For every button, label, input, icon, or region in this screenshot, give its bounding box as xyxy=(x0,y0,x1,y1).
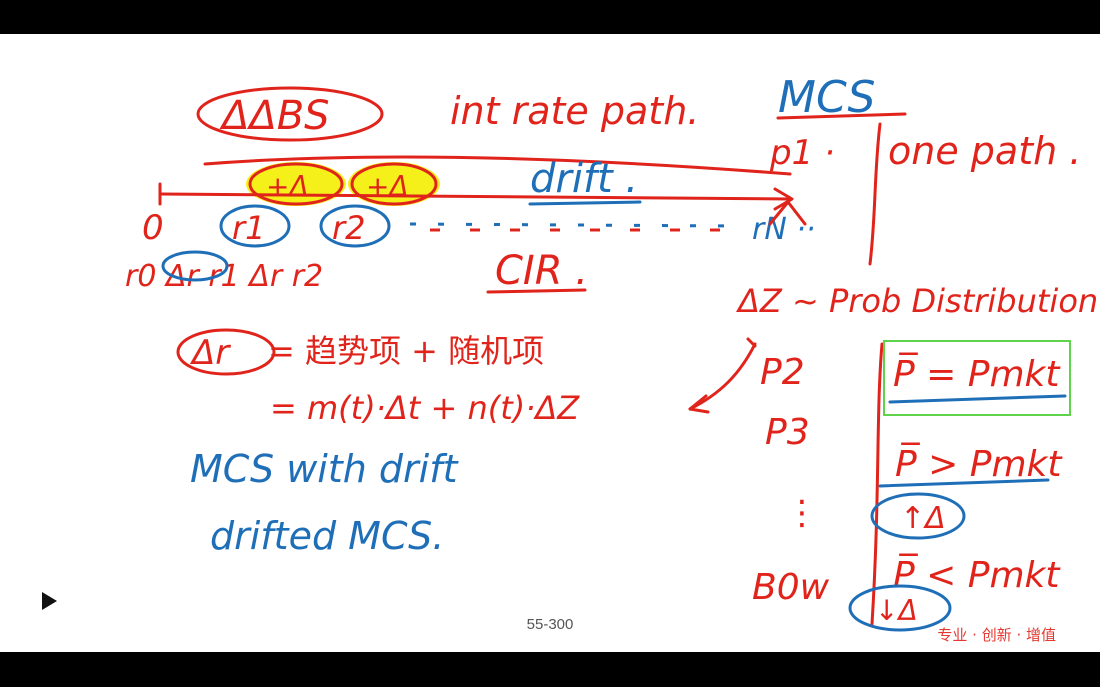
whiteboard-canvas: ΔΔBS int rate path. MCS p1 · one path . … xyxy=(0,34,1100,652)
p-gt-underline xyxy=(878,478,1050,488)
bottom-letterbox xyxy=(0,652,1100,687)
label-r-chain: r0 Δr r1 Δr r2 xyxy=(125,259,323,294)
label-drifted-mcs: drifted MCS. xyxy=(210,514,444,558)
label-rn: rN ·· xyxy=(752,212,815,247)
page-indicator: 55-300 xyxy=(526,616,574,633)
timeline-end-arrow xyxy=(773,187,794,211)
circle-up-delta xyxy=(870,492,966,540)
watermark: 专业 · 创新 · 增值 xyxy=(937,626,1056,644)
label-dz-distribution: ΔZ ~ Prob Distribution xyxy=(735,282,1098,320)
rn-triangle xyxy=(768,200,807,226)
circle-plus-delta-2 xyxy=(350,162,438,206)
left-bracket-down xyxy=(746,337,757,348)
arrow-dz-to-p2 xyxy=(688,342,757,411)
label-b-now: B0w xyxy=(752,567,830,608)
right-bracket xyxy=(868,122,882,266)
circle-dr xyxy=(176,328,276,376)
label-axis-zero: 0 xyxy=(142,208,164,248)
arrow-dz-head xyxy=(688,394,710,414)
timeline-axis xyxy=(158,192,792,201)
top-letterbox xyxy=(0,0,1100,34)
label-cir: CIR . xyxy=(495,248,588,294)
circle-bms xyxy=(196,86,384,142)
p-eq-underline xyxy=(888,394,1067,404)
circle-plus-delta-1 xyxy=(248,162,344,206)
label-up-delta: ↑Δ xyxy=(900,501,946,536)
label-dr: Δr xyxy=(189,333,231,373)
timeline-upper-stroke xyxy=(203,155,792,176)
label-dr-eq2: = m(t)·Δt + n(t)·ΔZ xyxy=(270,389,580,427)
whiteboard-drawing: ΔΔBS int rate path. MCS p1 · one path . … xyxy=(125,72,1098,632)
label-one-path: one path . xyxy=(888,129,1081,173)
label-vdots: ⋮ xyxy=(785,493,819,533)
label-mcs-with-drift: MCS with drift xyxy=(190,447,460,491)
label-dr-rhs: = 趋势项 + 随机项 xyxy=(268,332,544,370)
circle-r1 xyxy=(219,204,291,248)
label-down-delta: ↓Δ xyxy=(875,594,918,627)
box-p-eq-pmkt xyxy=(883,340,1071,416)
label-r2: r2 xyxy=(332,209,366,247)
label-p2: P2 xyxy=(760,352,805,393)
label-r1: r1 xyxy=(232,209,266,247)
circle-down-delta xyxy=(848,584,952,632)
label-p3: P3 xyxy=(765,412,810,453)
label-plus-delta-2: +Δ xyxy=(366,170,409,203)
mcs-underline xyxy=(776,112,907,120)
title-path: int rate path. xyxy=(450,89,699,133)
circle-delta-r xyxy=(161,250,229,282)
cir-underline xyxy=(486,288,587,294)
outcome-bracket xyxy=(870,342,884,626)
label-drift: drift . xyxy=(530,156,638,202)
label-plus-delta-1: +Δ xyxy=(266,170,309,203)
label-p-lt-pmkt: P̅ < Pmkt xyxy=(893,553,1061,596)
label-p-gt-pmkt: P̅ > Pmkt xyxy=(895,442,1063,485)
label-p-eq-pmkt: P̅ = Pmkt xyxy=(893,352,1061,395)
title-bms: ΔΔBS xyxy=(219,93,330,139)
play-button[interactable] xyxy=(38,590,60,614)
circle-r2 xyxy=(319,204,391,248)
dotted-continuation xyxy=(409,222,741,228)
drift-underline xyxy=(528,200,642,206)
label-p1: p1 · xyxy=(769,133,835,173)
